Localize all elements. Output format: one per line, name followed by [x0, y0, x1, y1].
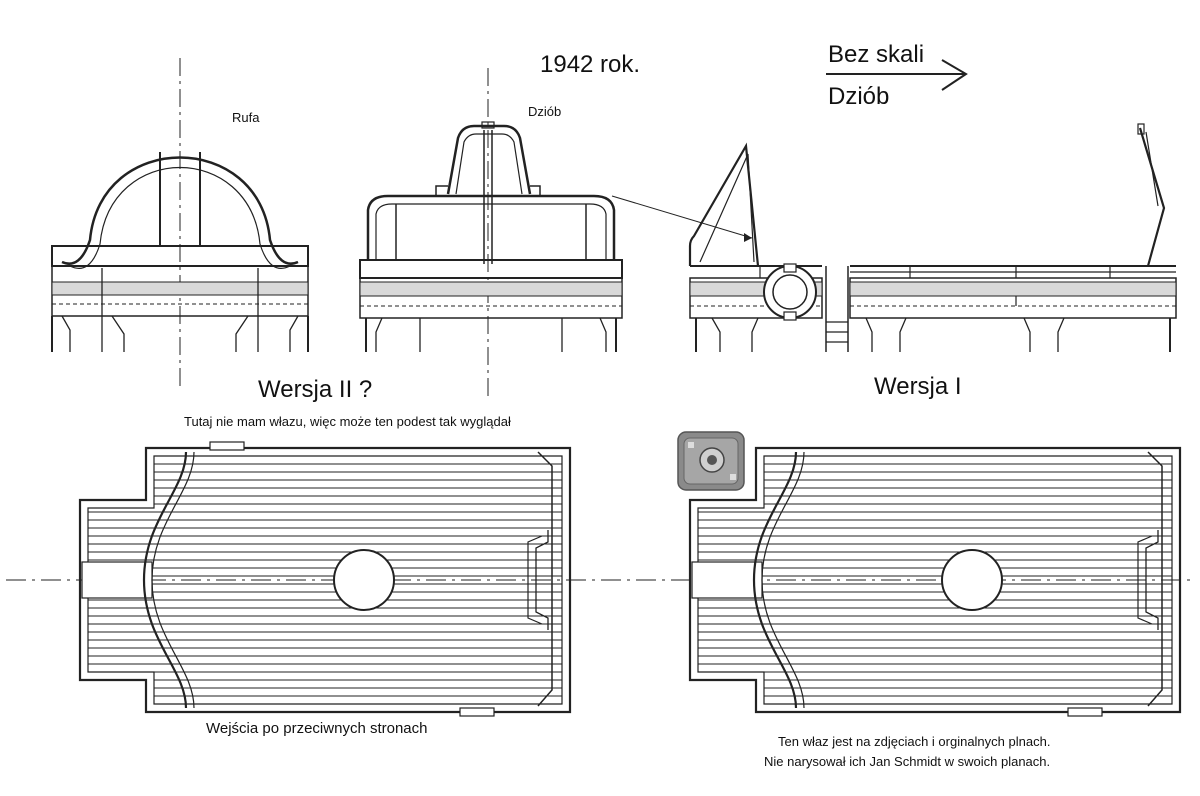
bow-label: Dziób	[528, 104, 561, 119]
bow-view: Dziób	[359, 68, 623, 400]
note-hatch-line2: Nie narysował ich Jan Schmidt w swoich p…	[764, 754, 1050, 769]
version1-label: Wersja I	[874, 373, 962, 400]
note-entrances: Wejścia po przeciwnych stronach	[206, 720, 427, 737]
year-label: 1942 rok.	[540, 51, 640, 78]
note-hatch-line1: Ten właz jest na zdjęciach i orginalnych…	[778, 734, 1050, 749]
hatch-detail-inset	[677, 431, 745, 491]
scale-label: Bez skali	[828, 41, 924, 68]
stern-label: Rufa	[232, 110, 260, 125]
side-view	[611, 123, 1177, 352]
stern-view: Rufa	[51, 58, 309, 390]
bow-direction-label: Dziób	[828, 83, 889, 110]
version2-label: Wersja II ?	[258, 376, 372, 403]
plan-view-version1	[688, 446, 1182, 717]
plan-view-version2	[78, 441, 572, 717]
bow-arrow-head	[941, 59, 968, 91]
note-no-hatch: Tutaj nie mam włazu, więc może ten podes…	[184, 414, 511, 429]
